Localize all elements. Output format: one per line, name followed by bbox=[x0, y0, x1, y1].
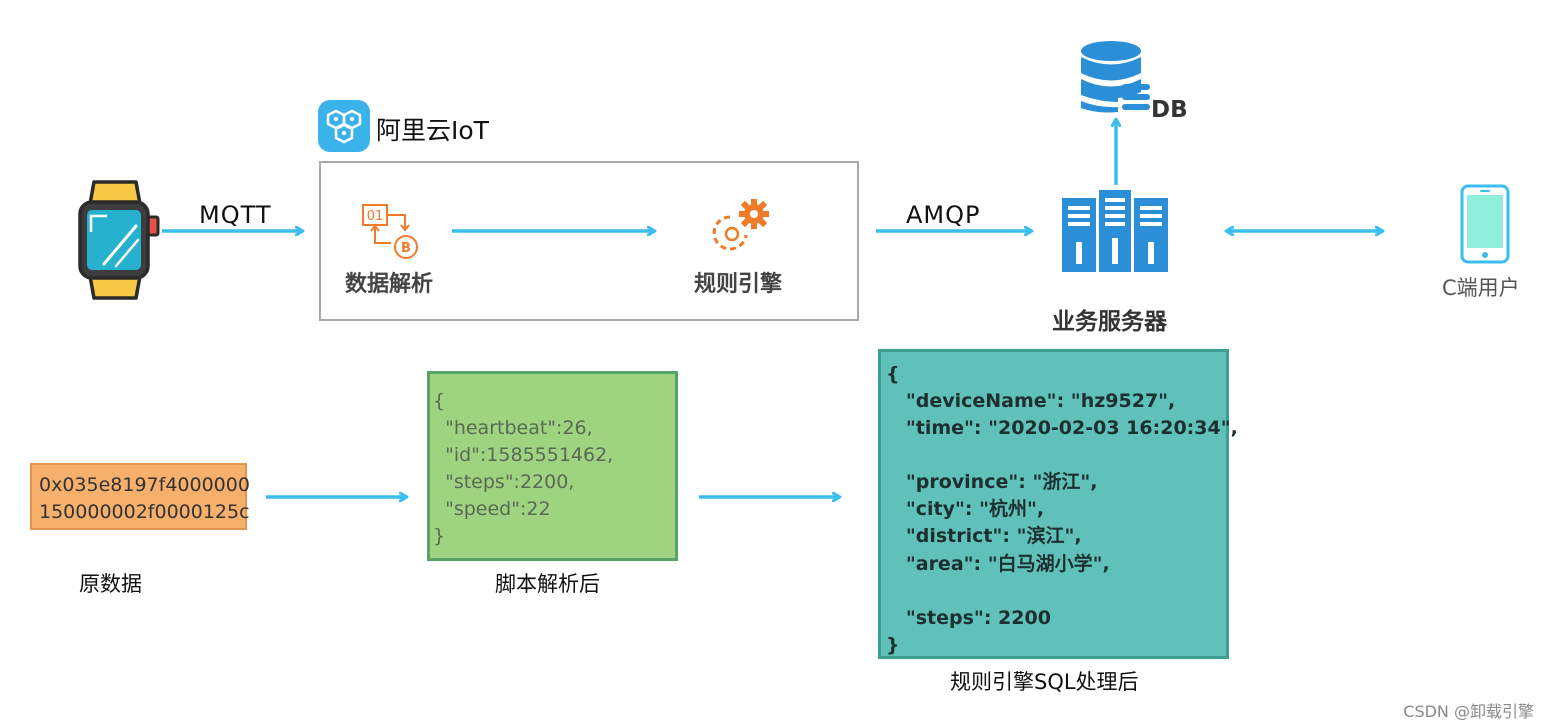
raw-data-caption: 原数据 bbox=[79, 572, 142, 596]
step-rules-label: 规则引擎 bbox=[694, 272, 783, 297]
parsed-json-line: "speed":22 bbox=[433, 498, 551, 520]
sql-output-line bbox=[886, 578, 1226, 605]
client-label: C端用户 bbox=[1442, 276, 1520, 300]
amqp-label: AMQP bbox=[906, 201, 981, 229]
iot-platform-frame bbox=[319, 161, 859, 321]
rule-engine-gear-icon bbox=[712, 199, 769, 251]
sql-caption: 规则引擎SQL处理后 bbox=[950, 670, 1139, 694]
svg-text:B: B bbox=[401, 241, 411, 256]
parsed-caption: 脚本解析后 bbox=[495, 572, 600, 596]
parsed-json-line: "id":1585551462, bbox=[433, 444, 614, 466]
raw-data-box: 0x035e8197f4000000 150000002f0000125c bbox=[30, 463, 250, 530]
sql-output-line: "steps": 2200 bbox=[886, 606, 1051, 629]
server-label: 业务服务器 bbox=[1052, 309, 1167, 335]
sql-output-line: "district": "滨江", bbox=[886, 525, 1082, 548]
platform-title: 阿里云IoT bbox=[376, 116, 489, 145]
sql-output-line bbox=[886, 442, 1226, 469]
sql-output-line: "deviceName": "hz9527", bbox=[886, 390, 1176, 413]
parsed-json-line: "steps":2200, bbox=[433, 471, 575, 493]
parsed-json-line: "heartbeat":26, bbox=[433, 417, 593, 439]
sql-output-line: "time": "2020-02-03 16:20:34", bbox=[886, 417, 1238, 440]
smartphone-icon bbox=[1460, 184, 1510, 264]
data-parse-icon: 01 B bbox=[362, 204, 418, 259]
sql-output-line: } bbox=[886, 633, 900, 656]
sql-output-line: "city": "杭州", bbox=[886, 498, 1045, 521]
watermark: CSDN @卸载引擎 bbox=[1403, 702, 1534, 721]
db-label: DB bbox=[1151, 97, 1188, 123]
server-icon bbox=[1062, 190, 1168, 272]
database-icon bbox=[1081, 41, 1150, 113]
sql-output-line: { bbox=[886, 363, 900, 385]
mqtt-label: MQTT bbox=[199, 201, 272, 229]
svg-text:01: 01 bbox=[367, 209, 384, 224]
sql-output-box: { "deviceName": "hz9527", "time": "2020-… bbox=[878, 349, 1238, 659]
parsed-json-line: { bbox=[433, 390, 446, 412]
step-parse-label: 数据解析 bbox=[345, 272, 434, 297]
parsed-json-box: { "heartbeat":26, "id":1585551462, "step… bbox=[427, 371, 678, 561]
raw-data-line: 150000002f0000125c bbox=[39, 501, 250, 523]
aliyun-iot-logo-icon bbox=[318, 100, 370, 152]
sql-output-line: "province": "浙江", bbox=[886, 471, 1098, 494]
raw-data-line: 0x035e8197f4000000 bbox=[39, 474, 250, 496]
smartwatch-icon bbox=[78, 180, 160, 300]
sql-output-line: "area": "白马湖小学", bbox=[886, 552, 1110, 575]
parsed-json-line: } bbox=[433, 525, 446, 547]
